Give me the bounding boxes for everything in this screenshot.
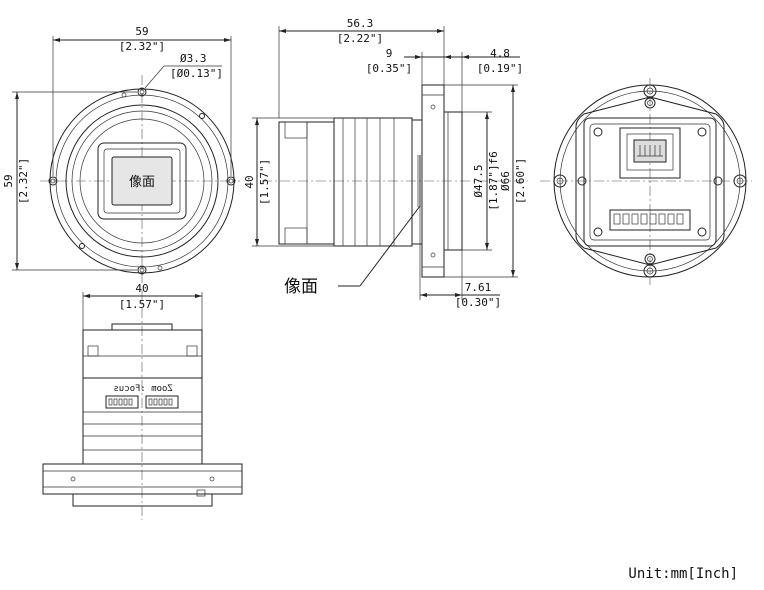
focus-connector <box>105 395 139 409</box>
zoom-label: Zoom <box>151 384 173 394</box>
side-body-dim-inch: [1.57"] <box>258 159 271 205</box>
bottom-width-dim: 40 <box>135 282 148 295</box>
side-outer-dim: Ø66 <box>499 171 512 191</box>
front-height-dim-inch: [2.32"] <box>17 158 30 204</box>
mount-hole-right <box>226 176 236 186</box>
terminal-block-icon <box>609 209 691 231</box>
side-mount-dim-inch: [0.19"] <box>477 62 523 75</box>
sensor-label: 像面 <box>129 175 155 190</box>
side-mount-dim: 4.8 <box>490 47 510 60</box>
rear-plate <box>583 117 717 247</box>
side-body-dim: 40 <box>243 175 256 188</box>
mount-hole-left <box>48 176 58 186</box>
front-view: 像面 59 [2.32"] 59 [2.32"] Ø3.3 [Ø0.13"] <box>2 25 240 285</box>
sensor-outline <box>97 142 187 220</box>
ethernet-port-icon <box>619 127 681 179</box>
front-hole-dim: Ø3.3 <box>180 52 207 65</box>
side-flange-dim-inch: [0.35"] <box>366 62 412 75</box>
front-width-dim: 59 <box>135 25 148 38</box>
front-width-dim-inch: [2.32"] <box>119 40 165 53</box>
mount-hole-top <box>137 87 147 97</box>
front-height-dim: 59 <box>2 174 15 187</box>
rear-view <box>540 78 752 285</box>
front-hole-dim-inch: [Ø0.13"] <box>170 67 223 80</box>
bottom-width-dim-inch: [1.57"] <box>119 298 165 311</box>
bottom-view: 40 [1.57"] Focus Zoom : <box>42 282 243 520</box>
image-plane-label: 像面 <box>284 277 318 297</box>
side-view: 56.3 [2.22"] 9 [0.35"] 4.8 [0.19"] 40 [1… <box>243 17 528 309</box>
side-outer-dim-inch: [2.60"] <box>514 158 527 204</box>
mount-hole-bottom <box>137 265 147 275</box>
side-bore-dim-inch: [1.87"]f6 <box>487 151 500 211</box>
side-length-dim: 56.3 <box>347 17 374 30</box>
focus-label: Focus <box>113 384 140 394</box>
zoom-connector <box>145 395 179 409</box>
side-length-dim-inch: [2.22"] <box>337 32 383 45</box>
svg-text::: : <box>140 384 145 394</box>
side-back-focus-dim-inch: [0.30"] <box>455 296 501 309</box>
side-flange-dim: 9 <box>386 47 393 60</box>
unit-note: Unit:mm[Inch] <box>628 566 738 582</box>
side-back-focus-dim: 7.61 <box>465 281 492 294</box>
side-bore-dim: Ø47.5 <box>472 164 485 197</box>
